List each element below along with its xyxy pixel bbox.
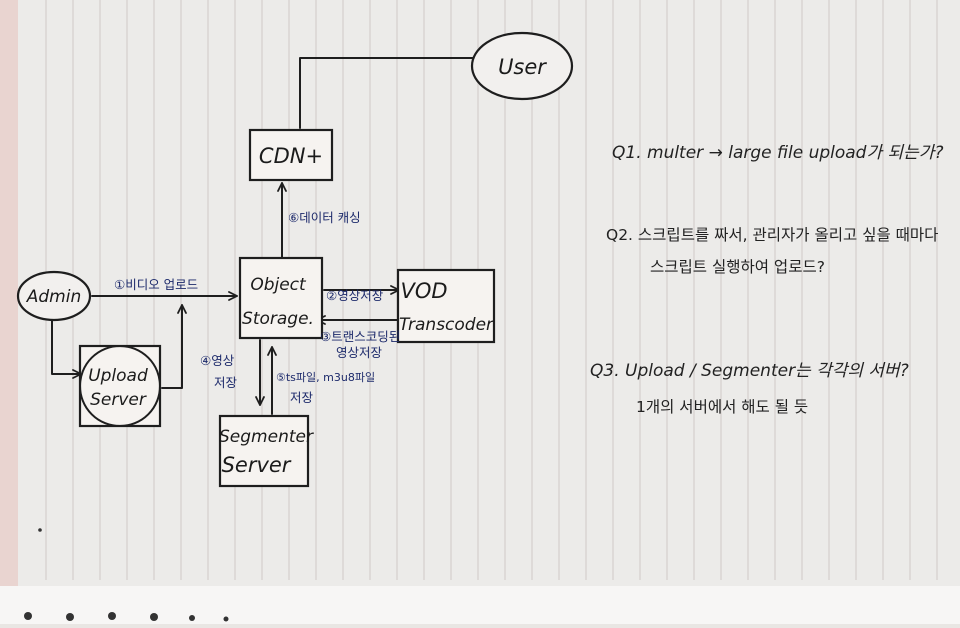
- segmenter-label-line1: Segmenter: [219, 427, 314, 447]
- node-object-storage: Object Storage.: [238, 256, 324, 340]
- arrow-upload-server-to-storage: [161, 306, 182, 389]
- step-5-line1: ⑤ts파일, m3u8파일: [276, 370, 375, 384]
- question-3-line1: Q3. Upload / Segmenter는 각각의 서버?: [590, 361, 909, 381]
- question-1: Q1. multer → large file upload가 되는가?: [612, 143, 943, 163]
- paper-left-edge: [0, 0, 18, 624]
- arrow-cdn-to-user: [299, 58, 486, 129]
- question-2-line1: Q2. 스크립트를 짜서, 관리자가 올리고 싶을 때마다: [606, 226, 938, 244]
- step-4-line1: ④영상: [200, 353, 235, 368]
- segmenter-label-line2: Server: [222, 453, 292, 477]
- question-2-line2: 스크립트 실행하여 업로드?: [650, 258, 825, 276]
- step-6-caching: ⑥데이터 캐싱: [288, 210, 361, 225]
- node-cdn: CDN+: [248, 128, 334, 182]
- upload-server-label-line2: Server: [90, 390, 147, 410]
- step-3-line1: ③트랜스코딩된: [320, 329, 400, 344]
- step-4-line2: 저장: [214, 375, 238, 390]
- node-user: User: [470, 31, 574, 101]
- object-storage-label-line1: Object: [250, 275, 307, 295]
- admin-label: Admin: [26, 287, 81, 307]
- node-segmenter-server: Segmenter Server: [218, 414, 314, 488]
- step-3-line2: 영상저장: [336, 345, 383, 360]
- connections: [51, 58, 486, 415]
- bottom-marks: [24, 528, 229, 622]
- vod-transcoder-label-line2: Transcoder: [399, 315, 494, 335]
- paper-bottom-strip: [0, 586, 960, 624]
- step-2-save: ②영상저장: [326, 288, 384, 303]
- cdn-label: CDN+: [259, 144, 323, 168]
- step-5-line2: 저장: [290, 390, 314, 405]
- step-annotations: ①비디오 업로드 ⑥데이터 캐싱 ②영상저장 ③트랜스코딩된 영상저장 ④영상 …: [114, 210, 400, 405]
- questions: Q1. multer → large file upload가 되는가? Q2.…: [590, 143, 943, 416]
- vod-transcoder-label-line1: VOD: [400, 279, 447, 303]
- question-3-line2: 1개의 서버에서 해도 될 듯: [636, 398, 808, 416]
- arrow-admin-to-upload-server: [51, 317, 80, 374]
- upload-server-label-line1: Upload: [88, 366, 148, 386]
- object-storage-label-line2: Storage.: [242, 309, 314, 329]
- node-vod-transcoder: VOD Transcoder: [396, 268, 496, 344]
- node-admin: Admin: [16, 270, 92, 322]
- step-1-upload: ①비디오 업로드: [114, 277, 198, 292]
- node-upload-server: Upload Server: [78, 344, 162, 428]
- user-label: User: [498, 55, 547, 79]
